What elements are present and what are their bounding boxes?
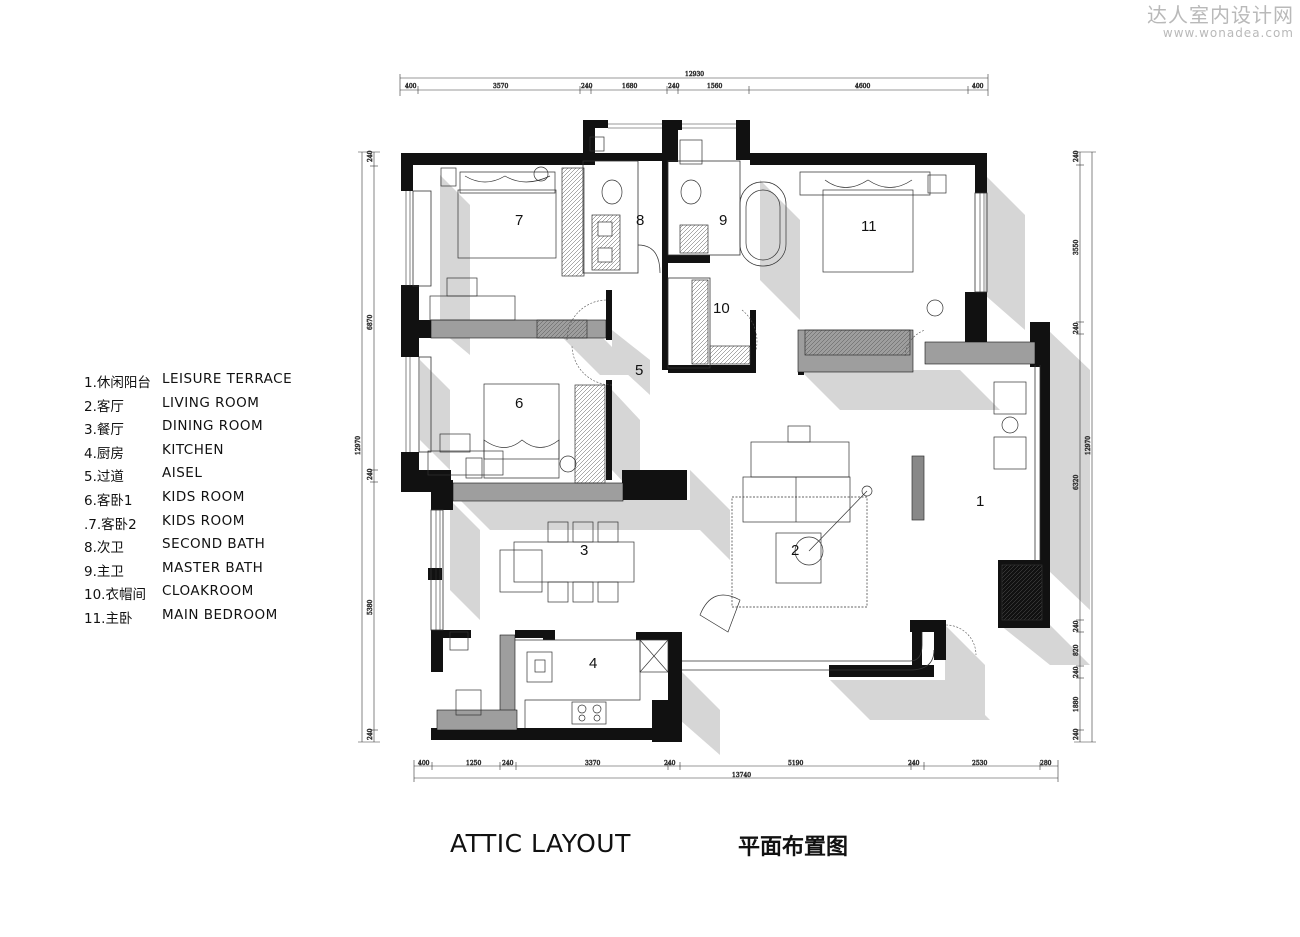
dining-room-furniture (499, 521, 635, 603)
legend-number: 1.休闲阳台 (84, 375, 151, 391)
main-bedroom-furniture (799, 171, 947, 356)
dim-right-5: 820 (1073, 644, 1080, 656)
legend-english: KIDS ROOM (162, 512, 245, 529)
legend-english: MAIN BEDROOM (162, 606, 278, 623)
thin-lines (412, 160, 1041, 671)
legend-english: LIVING ROOM (162, 394, 260, 411)
dim-left-3: 5380 (367, 600, 374, 615)
room-label-4: 4 (589, 655, 597, 672)
dim-top-1: 3570 (493, 83, 508, 90)
room-label-2: 2 (791, 542, 799, 559)
dim-right-1: 3550 (1073, 240, 1080, 255)
terrace-furniture (993, 381, 1043, 621)
watermark: 达人室内设计网 www.wonadea.com (1147, 4, 1294, 40)
dim-bottom-6: 240 (908, 760, 920, 767)
dim-top-3: 1680 (622, 83, 637, 90)
dim-right-3: 6320 (1073, 475, 1080, 490)
legend-english: MASTER BATH (162, 559, 264, 576)
legend-number: 9.主卫 (84, 563, 124, 580)
bedroom-7-furniture (429, 166, 585, 321)
bath-9-fixtures (679, 139, 787, 267)
dim-bottom-total: 13740 (732, 772, 751, 779)
legend-english: LEISURE TERRACE (162, 371, 293, 387)
plan-title-english: ATTIC LAYOUT (450, 829, 631, 858)
dim-right-4: 240 (1073, 620, 1080, 632)
windows (405, 123, 985, 630)
legend-number: 4.厨房 (84, 445, 124, 462)
living-room-furniture (699, 425, 925, 633)
kitchen-fixtures (449, 631, 669, 728)
dim-bottom-4: 240 (664, 760, 676, 767)
doors (566, 299, 977, 656)
wall-shadows (420, 175, 1090, 755)
dim-right-2: 240 (1073, 322, 1080, 334)
room-label-7: 7 (515, 212, 523, 229)
legend-number: 8.次卫 (84, 540, 124, 557)
room-label-10: 10 (713, 300, 730, 317)
watermark-title: 达人室内设计网 (1147, 3, 1294, 27)
room-label-8: 8 (636, 212, 644, 229)
room-label-9: 9 (719, 212, 727, 229)
legend-number: 2.客厅 (84, 398, 124, 415)
bedroom-6-furniture (427, 319, 606, 484)
legend-english: KITCHEN (162, 441, 224, 458)
legend-number: 3.餐厅 (84, 422, 124, 439)
room-label-6: 6 (515, 395, 523, 412)
dim-top-6: 4600 (855, 83, 870, 90)
dim-bottom-2: 240 (502, 760, 514, 767)
legend-number: 11.主卧 (84, 610, 133, 627)
dim-left-1: 6870 (367, 315, 374, 330)
dim-right-8: 240 (1073, 728, 1080, 740)
dim-left-2: 240 (367, 468, 374, 480)
dim-right-6: 240 (1073, 666, 1080, 678)
legend-english: DINING ROOM (162, 418, 264, 435)
legend-english: AISEL (162, 465, 203, 482)
dim-left-0: 240 (367, 150, 374, 162)
legend-english: SECOND BATH (162, 536, 266, 553)
dim-bottom-3: 3370 (585, 760, 600, 767)
dim-bottom-1: 1250 (466, 760, 481, 767)
watermark-url: www.wonadea.com (1162, 26, 1294, 40)
dim-top-0: 400 (405, 83, 417, 90)
dim-top-4: 240 (668, 83, 680, 90)
dim-right-7: 1880 (1073, 697, 1080, 712)
cloakroom-fixtures (691, 279, 751, 365)
dim-bottom-8: 280 (1040, 760, 1052, 767)
legend-number: 10.衣帽间 (84, 587, 146, 604)
dim-bottom-7: 2530 (972, 760, 987, 767)
dim-right-total: 12970 (1085, 436, 1092, 455)
dim-top-5: 1560 (707, 83, 722, 90)
room-label-11: 11 (861, 218, 877, 235)
room-label-5: 5 (635, 362, 643, 379)
dim-left-4: 240 (367, 728, 374, 740)
dim-left-total: 12970 (355, 436, 362, 455)
bath-8-fixtures (589, 136, 661, 274)
dim-top-7: 400 (972, 83, 984, 90)
dim-top-2: 240 (581, 83, 593, 90)
dim-top-total: 12930 (685, 71, 704, 78)
legend-english: CLOAKROOM (162, 583, 254, 600)
legend-number: .7.客卧2 (84, 516, 137, 533)
dim-right-0: 240 (1073, 150, 1080, 162)
dim-bottom-5: 5190 (788, 760, 803, 767)
room-label-1: 1 (976, 493, 984, 510)
legend-number: 6.客卧1 (84, 492, 133, 509)
dim-bottom-0: 400 (418, 760, 430, 767)
room-labels: 1 2 3 4 5 6 7 8 9 10 11 (515, 212, 984, 672)
plan-title-chinese: 平面布置图 (738, 835, 849, 860)
legend-english: KIDS ROOM (162, 488, 245, 505)
legend-number: 5.过道 (84, 469, 124, 486)
dimensions: 12930 400 3570 240 1680 240 1560 4600 40… (355, 71, 1096, 782)
room-label-3: 3 (580, 542, 588, 559)
